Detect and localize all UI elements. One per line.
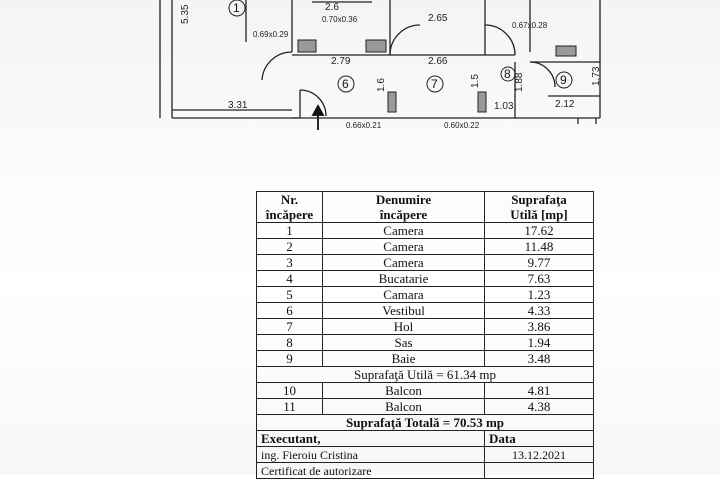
cell-name: Balcon bbox=[322, 382, 485, 399]
grand-total-row: Suprafaţă Totală = 70.53 mp bbox=[256, 414, 594, 431]
dim-door-2: 0.60x0.22 bbox=[444, 121, 480, 130]
table-row: 1 Camera 17.62 bbox=[256, 222, 594, 239]
table-row: 2 Camera 11.48 bbox=[256, 238, 594, 255]
header-room-number-line-2: încăpere bbox=[265, 207, 314, 222]
date-label: Data bbox=[484, 430, 594, 447]
useful-area-total: Suprafaţă Utilă = 61.34 mp bbox=[256, 366, 594, 383]
table-row: 4 Bucatarie 7.63 bbox=[256, 270, 594, 287]
cell-area: 9.77 bbox=[484, 254, 594, 271]
cell-name: Vestibul bbox=[322, 302, 485, 319]
header-room-name-line-1: Denumire bbox=[375, 192, 432, 207]
header-room-name: Denumire încăpere bbox=[322, 191, 485, 223]
cell-name: Camera bbox=[322, 254, 485, 271]
dim-door-1: 0.66x0.21 bbox=[346, 121, 382, 130]
table-row: 5 Camara 1.23 bbox=[256, 286, 594, 303]
cell-name: Camera bbox=[322, 238, 485, 255]
cell-nr: 4 bbox=[256, 270, 323, 287]
footer-label-row: Executant, Data bbox=[256, 430, 594, 447]
dim-hall-7-width: 2.66 bbox=[428, 56, 448, 67]
room-number-8: 8 bbox=[504, 67, 511, 81]
table-row: 3 Camera 9.77 bbox=[256, 254, 594, 271]
floor-plan-drawing: 1 6 7 8 9 5.35 2.6 2.65 0.69x0.29 0.70x0… bbox=[159, 0, 602, 130]
useful-area-total-row: Suprafaţă Utilă = 61.34 mp bbox=[256, 366, 594, 383]
executant-label: Executant, bbox=[256, 430, 485, 447]
table-header-row: Nr. încăpere Denumire încăpere Suprafaţa… bbox=[256, 191, 594, 223]
cell-nr: 10 bbox=[256, 382, 323, 399]
cell-name: Bucatarie bbox=[322, 270, 485, 287]
room-area-table: Nr. încăpere Denumire încăpere Suprafaţa… bbox=[256, 191, 594, 479]
footer-empty-cell bbox=[484, 462, 594, 479]
cell-area: 3.86 bbox=[484, 318, 594, 335]
dim-h-8: 1.88 bbox=[514, 72, 525, 92]
table-row: 11 Balcon 4.38 bbox=[256, 398, 594, 415]
cell-nr: 3 bbox=[256, 254, 323, 271]
table-row: 10 Balcon 4.81 bbox=[256, 382, 594, 399]
footer-cert-row: Certificat de autorizare bbox=[256, 462, 594, 479]
cell-nr: 11 bbox=[256, 398, 323, 415]
dim-bottom-left: 3.31 bbox=[228, 100, 248, 111]
date-value: 13.12.2021 bbox=[484, 446, 594, 463]
cell-area: 3.48 bbox=[484, 350, 594, 367]
room-number-9: 9 bbox=[560, 73, 567, 87]
cell-area: 4.81 bbox=[484, 382, 594, 399]
certificate-label: Certificat de autorizare bbox=[256, 462, 485, 479]
cell-nr: 8 bbox=[256, 334, 323, 351]
header-room-name-line-2: încăpere bbox=[379, 207, 428, 222]
table-row: 7 Hol 3.86 bbox=[256, 318, 594, 335]
cell-area: 17.62 bbox=[484, 222, 594, 239]
dim-vent-3: 0.67x0.28 bbox=[512, 21, 548, 30]
cell-name: Baie bbox=[322, 350, 485, 367]
room-number-1: 1 bbox=[233, 1, 240, 15]
footer-value-row: ing. Fieroiu Cristina 13.12.2021 bbox=[256, 446, 594, 463]
table-row: 6 Vestibul 4.33 bbox=[256, 302, 594, 319]
header-useful-area-line-1: Suprafaţa bbox=[511, 192, 567, 207]
floor-plan: 1 6 7 8 9 5.35 2.6 2.65 0.69x0.29 0.70x0… bbox=[0, 0, 720, 160]
header-room-number: Nr. încăpere bbox=[256, 191, 323, 223]
header-room-number-line-1: Nr. bbox=[280, 192, 299, 207]
room-number-6: 6 bbox=[342, 77, 349, 91]
dim-hall-6-width: 2.79 bbox=[331, 56, 351, 67]
dim-left-height: 5.35 bbox=[180, 4, 191, 24]
cell-name: Sas bbox=[322, 334, 485, 351]
dim-w-8: 1.03 bbox=[494, 101, 514, 112]
room-number-7: 7 bbox=[431, 77, 438, 91]
grand-total: Suprafaţă Totală = 70.53 mp bbox=[256, 414, 594, 431]
cell-nr: 1 bbox=[256, 222, 323, 239]
cell-nr: 7 bbox=[256, 318, 323, 335]
dim-vent-1: 0.69x0.29 bbox=[253, 30, 289, 39]
cell-nr: 2 bbox=[256, 238, 323, 255]
executant-name: ing. Fieroiu Cristina bbox=[256, 446, 485, 463]
cell-area: 1.94 bbox=[484, 334, 594, 351]
dim-vent-2: 0.70x0.36 bbox=[322, 15, 358, 24]
dim-top-a: 2.6 bbox=[325, 2, 339, 13]
table-row: 9 Baie 3.48 bbox=[256, 350, 594, 367]
dim-w-9: 2.12 bbox=[555, 99, 575, 110]
table-row: 8 Sas 1.94 bbox=[256, 334, 594, 351]
cell-name: Hol bbox=[322, 318, 485, 335]
cell-nr: 6 bbox=[256, 302, 323, 319]
dim-h-6: 1.6 bbox=[376, 78, 387, 92]
cell-area: 1.23 bbox=[484, 286, 594, 303]
cell-nr: 9 bbox=[256, 350, 323, 367]
cell-nr: 5 bbox=[256, 286, 323, 303]
cell-area: 4.38 bbox=[484, 398, 594, 415]
header-useful-area-line-2: Utilă [mp] bbox=[510, 207, 568, 222]
cell-area: 7.63 bbox=[484, 270, 594, 287]
cell-area: 11.48 bbox=[484, 238, 594, 255]
cell-area: 4.33 bbox=[484, 302, 594, 319]
dim-top-b: 2.65 bbox=[428, 13, 448, 24]
header-useful-area: Suprafaţa Utilă [mp] bbox=[484, 191, 594, 223]
cell-name: Camara bbox=[322, 286, 485, 303]
dim-h-7: 1.5 bbox=[470, 74, 481, 88]
dim-h-9: 1.73 bbox=[591, 66, 602, 86]
cell-name: Camera bbox=[322, 222, 485, 239]
cell-name: Balcon bbox=[322, 398, 485, 415]
